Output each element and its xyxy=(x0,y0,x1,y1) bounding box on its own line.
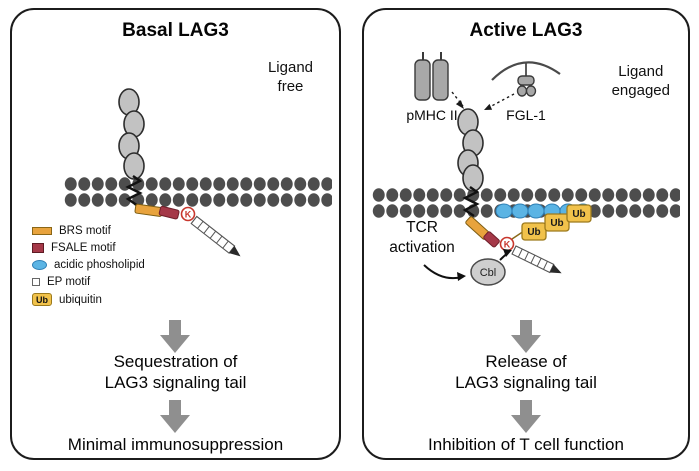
lysine-site-circle xyxy=(180,206,196,222)
legend-label: FSALE motif xyxy=(51,241,116,254)
ep-motif-tail xyxy=(190,215,241,257)
legend-label: ubiquitin xyxy=(59,293,102,306)
tail-arrow-tip xyxy=(549,264,562,274)
panel-title-basal: Basal LAG3 xyxy=(122,20,229,41)
legend-label: acidic phosholipid xyxy=(54,258,145,271)
legend: BRS motif FSALE motif acidic phosholipid… xyxy=(32,222,145,309)
panel-basal-lag3: Basal LAG3 Ligand free K xyxy=(10,8,341,460)
lysine-site-label: K xyxy=(185,210,192,220)
legend-label: EP motif xyxy=(47,275,91,288)
cbl-label: Cbl xyxy=(480,267,497,279)
plasma-membrane xyxy=(64,176,332,208)
basal-lag3-molecule-diagram: K xyxy=(118,88,241,257)
ig-domain-oval xyxy=(462,164,484,192)
transmembrane-zigzag xyxy=(125,175,143,207)
ubiquitin-chain: Ub Ub Ub xyxy=(521,204,592,241)
fgl1-molecule xyxy=(491,61,561,97)
ubiquitin-label: Ub xyxy=(550,218,563,229)
legend-label: BRS motif xyxy=(59,224,111,237)
tcr-activation-label: TCR activation xyxy=(389,219,455,256)
flow-arrow-down xyxy=(160,320,190,353)
ep-motif-tail xyxy=(511,245,562,274)
outcome-release: Release of LAG3 signaling tail xyxy=(455,352,597,392)
fgl1-label: FGL-1 xyxy=(506,107,546,123)
tail-arrow-tip xyxy=(229,246,241,257)
legend-item-phospholipid: acidic phosholipid xyxy=(32,256,145,273)
ubiquitin-swatch: Ub xyxy=(32,293,52,306)
cbl-enzyme xyxy=(470,258,506,286)
tcr-to-cbl-arrowhead xyxy=(457,272,466,281)
fsale-motif-segment xyxy=(483,231,500,248)
fgl1-binding-arrowhead xyxy=(484,103,493,110)
panel-active-lag3: Active LAG3 Ligand engaged pMHC II FGL-1 xyxy=(362,8,690,460)
outcome-sequestration: Sequestration of LAG3 signaling tail xyxy=(104,352,247,392)
ligand-status-free: Ligand free xyxy=(267,59,313,95)
flow-arrow-down xyxy=(160,400,190,433)
ubiquitin-box xyxy=(566,204,592,223)
outcome-minimal-immunosuppression: Minimal immunosuppression xyxy=(67,435,284,454)
legend-item-ubiquitin: Ub ubiquitin xyxy=(32,290,145,309)
brs-motif-segment xyxy=(134,203,163,217)
legend-item-fsale: FSALE motif xyxy=(32,239,145,256)
cbl-to-tail-arrowhead xyxy=(503,249,512,257)
lag3-ig-domains xyxy=(118,88,145,180)
pmhc-ii-label: pMHC II xyxy=(406,107,457,123)
phospholipid-swatch xyxy=(32,259,47,270)
flow-arrow-down xyxy=(511,320,541,353)
panel-title-active: Active LAG3 xyxy=(469,20,583,41)
ig-domain-oval xyxy=(123,152,145,180)
ubiquitin-label: Ub xyxy=(572,209,585,220)
fsale-motif-segment xyxy=(158,205,180,220)
legend-item-brs: BRS motif xyxy=(32,222,145,239)
ep-swatch xyxy=(32,277,40,286)
ligand-status-engaged: Ligand engaged xyxy=(611,63,670,99)
ubiquitin-box xyxy=(521,222,547,241)
active-lag3-molecule-diagram: pMHC II FGL-1 xyxy=(406,52,592,286)
brs-swatch xyxy=(32,226,52,235)
fsale-swatch xyxy=(32,242,44,253)
pmhc-ii-molecule xyxy=(414,52,449,101)
lag3-ig-domains xyxy=(457,108,484,192)
legend-item-ep: EP motif xyxy=(32,273,145,290)
ubiquitin-label: Ub xyxy=(527,227,540,238)
flow-arrow-down xyxy=(511,400,541,433)
transmembrane-zigzag xyxy=(462,186,480,217)
pmhc-binding-arrowhead xyxy=(455,100,464,109)
lysine-site-label: K xyxy=(504,240,511,250)
tcr-to-cbl-arrow xyxy=(423,264,463,280)
outcome-inhibition: Inhibition of T cell function xyxy=(428,435,624,454)
